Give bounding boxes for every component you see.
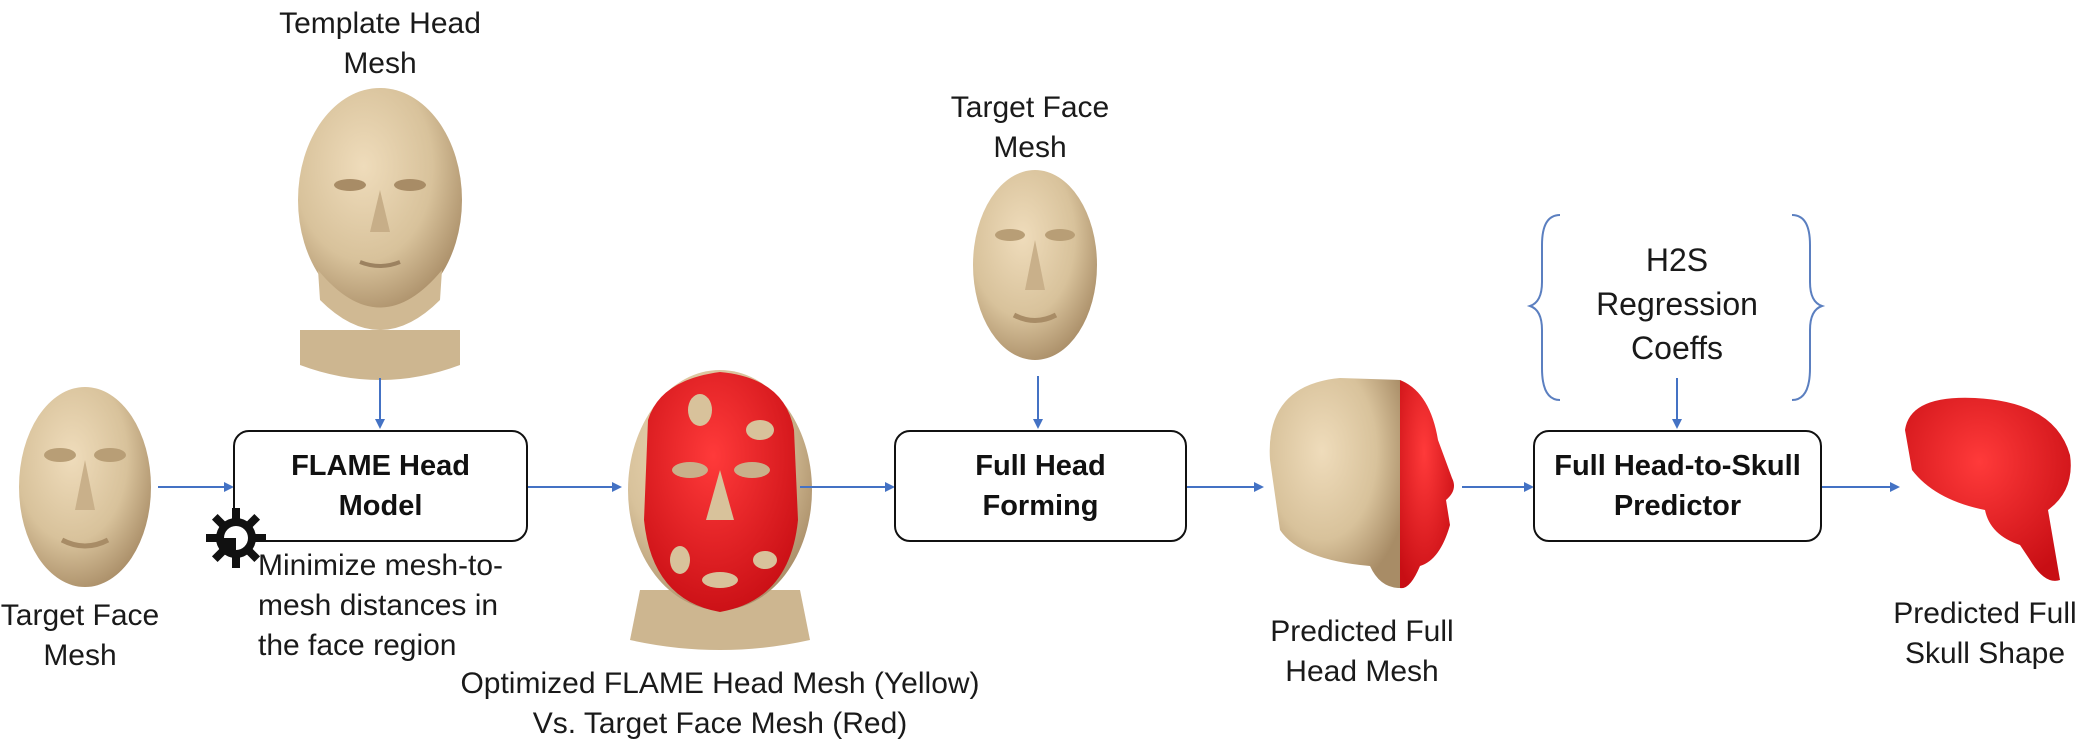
h2s-left-brace: [1526, 214, 1561, 401]
target-face-left-line-1: Target Face: [0, 599, 160, 632]
predictor-box-line-1: Full Head-to-Skull: [1554, 450, 1801, 482]
optimized-label: Optimized FLAME Head Mesh (Yellow) Vs. T…: [440, 664, 1000, 744]
template-head-label-line-2: Mesh: [343, 47, 417, 80]
h2s-right-brace: [1791, 214, 1826, 401]
predicted-skull-line-1: Predicted Full: [1893, 597, 2077, 630]
target-face-left-line-2: Mesh: [43, 639, 117, 672]
optimized-line-2: Vs. Target Face Mesh (Red): [532, 707, 908, 740]
target-face-mesh-top: [973, 170, 1097, 360]
predicted-skull-shape: [1905, 397, 2071, 581]
target-face-top-line-1: Target Face: [950, 91, 1110, 124]
minimize-label: Minimize mesh-to- mesh distances in the …: [258, 546, 528, 666]
target-face-left-label: Target Face Mesh: [0, 596, 170, 676]
optimized-line-1: Optimized FLAME Head Mesh (Yellow): [460, 667, 980, 700]
predicted-head-line-1: Predicted Full: [1270, 615, 1454, 648]
h2s-line-2: Regression: [1596, 286, 1758, 322]
forming-box-line-1: Full Head: [975, 450, 1106, 482]
target-face-top-line-2: Mesh: [993, 131, 1067, 164]
template-head-label-line-1: Template Head: [279, 7, 481, 40]
minimize-line-3: the face region: [258, 629, 457, 662]
target-face-mesh-left: [19, 387, 151, 587]
predictor-box-line-2: Predictor: [1613, 490, 1742, 522]
predicted-skull-line-2: Skull Shape: [1904, 637, 2066, 670]
flame-box-line-2: Model: [338, 490, 423, 522]
predicted-skull-label: Predicted Full Skull Shape: [1880, 594, 2090, 674]
target-face-top-label: Target Face Mesh: [930, 88, 1130, 168]
predicted-head-mesh: [1269, 378, 1454, 589]
optimized-flame-mesh: [628, 370, 812, 650]
minimize-line-2: mesh distances in: [258, 589, 499, 622]
gear-icon: [206, 508, 266, 568]
predicted-head-label: Predicted Full Head Mesh: [1262, 612, 1462, 692]
h2s-label: H2S Regression Coeffs: [1570, 238, 1784, 370]
h2s-line-1: H2S: [1645, 242, 1709, 278]
predicted-head-line-2: Head Mesh: [1285, 655, 1439, 688]
arrows: [158, 376, 1900, 492]
minimize-line-1: Minimize mesh-to-: [258, 549, 504, 582]
h2s-line-3: Coeffs: [1631, 330, 1723, 366]
forming-box-line-2: Forming: [982, 490, 1099, 522]
flame-box-line-1: FLAME Head: [291, 450, 470, 482]
template-head-mesh: [298, 88, 462, 380]
template-head-label: Template Head Mesh: [220, 4, 540, 84]
